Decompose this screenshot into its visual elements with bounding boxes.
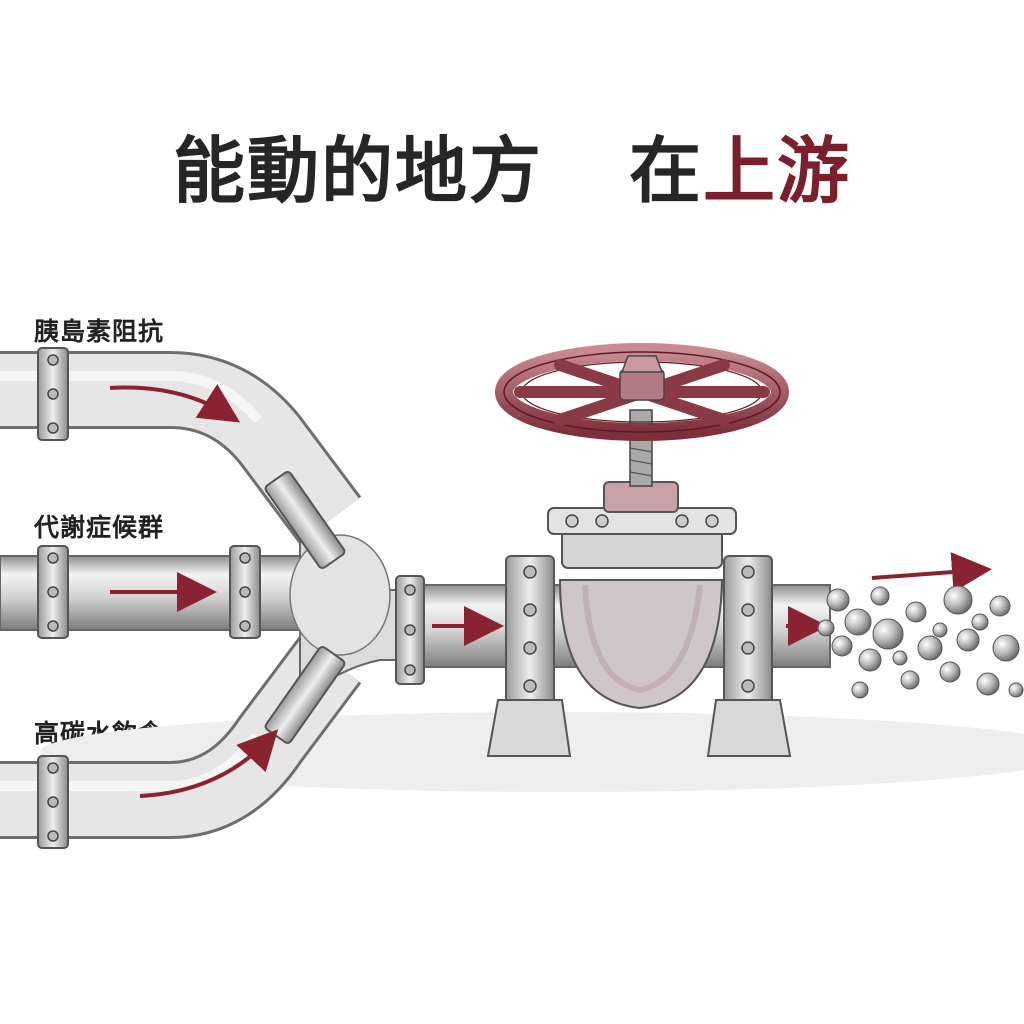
arrow-high-carb-diet [139, 729, 279, 798]
diagram-title: 能動的地方 在上游 [0, 112, 1024, 217]
title-prefix: 在 [628, 129, 703, 213]
valve-stands [486, 699, 792, 757]
label-insulin-resistance: 胰島素阻抗 [34, 317, 165, 346]
flow-arrows [109, 384, 992, 798]
arrow-insulin-resistance [109, 384, 241, 423]
title-accent: 上游 [703, 129, 852, 213]
label-metabolic-syndrome: 代謝症候群 [34, 513, 165, 542]
title-main: 能動的地方 [172, 129, 543, 213]
valve-handwheel [495, 343, 789, 441]
flange-bolts [47, 354, 755, 842]
valve-body [547, 481, 737, 710]
output-particles [817, 585, 1024, 699]
arrow-output [871, 552, 992, 593]
